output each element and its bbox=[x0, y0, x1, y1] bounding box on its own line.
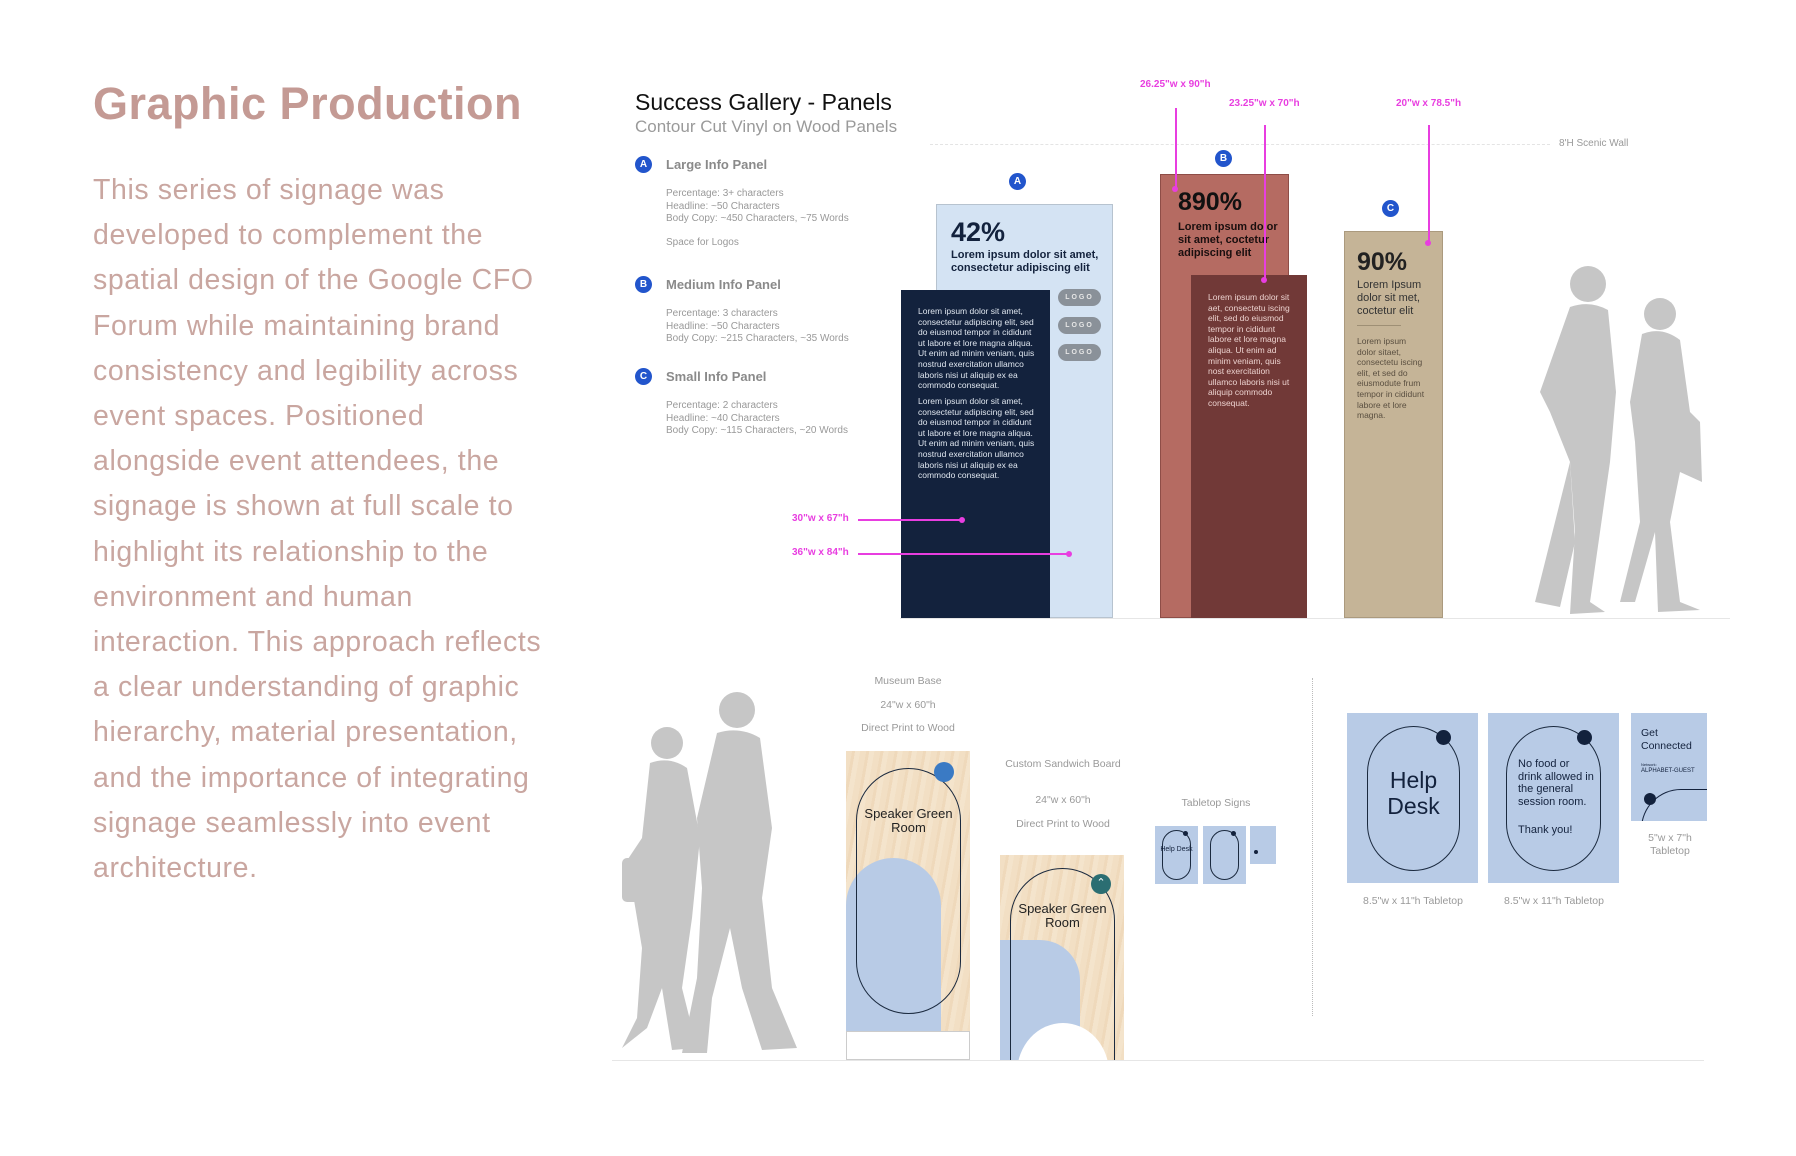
description-text: This series of signage was developed to … bbox=[93, 174, 542, 885]
gallery-title: Success Gallery - Panels bbox=[635, 89, 892, 115]
thank-you-text: Thank you! bbox=[1518, 824, 1573, 836]
network-name: ALPHABET-GUEST bbox=[1641, 768, 1695, 774]
legend-line: Space for Logos bbox=[666, 236, 739, 248]
legend-line: Headline: ~40 Characters bbox=[666, 412, 780, 424]
no-food-text: No food or drink allowed in the general … bbox=[1518, 758, 1594, 808]
page-title: Graphic Production bbox=[93, 78, 523, 129]
badge-a: A bbox=[635, 156, 652, 173]
dimension-dot bbox=[1066, 551, 1072, 557]
sandwich-sign-text: Speaker Green Room bbox=[1018, 901, 1107, 930]
panel-b-front: Lorem ipsum dolor sit aet, consectetu is… bbox=[1191, 275, 1307, 618]
dimension-line bbox=[1428, 125, 1430, 243]
caption-line: 5"w x 7"h bbox=[1648, 832, 1692, 844]
dimension-label: 30"w x 67"h bbox=[792, 513, 849, 524]
divider bbox=[1312, 678, 1313, 1016]
logo-placeholder: LOGO bbox=[1058, 317, 1101, 334]
panel-a-badge: A bbox=[1009, 173, 1026, 190]
dimension-line bbox=[1175, 108, 1177, 189]
museum-label: Museum Base bbox=[874, 675, 942, 687]
sandwich-label: Custom Sandwich Board bbox=[1005, 758, 1121, 770]
legend-line: Percentage: 3 characters bbox=[666, 308, 778, 319]
legend-details: Percentage: 2 characters Headline: ~40 C… bbox=[666, 400, 848, 438]
badge-c: C bbox=[635, 368, 652, 385]
museum-size: 24"w x 60"h bbox=[880, 699, 936, 711]
legend-details: Percentage: 3 characters Headline: ~50 C… bbox=[666, 308, 849, 346]
mini-help-desk-sign: Help Desk bbox=[1155, 826, 1198, 884]
divider bbox=[1357, 325, 1401, 326]
legend-line: Body Copy: ~215 Characters, ~35 Words bbox=[666, 333, 849, 344]
legend-line: Percentage: 2 characters bbox=[666, 400, 778, 411]
dimension-line bbox=[858, 553, 1069, 555]
panel-c-body: Lorem ipsum dolor sitaet, consectetu isc… bbox=[1357, 336, 1425, 421]
panel-b-body: Lorem ipsum dolor sit aet, consectetu is… bbox=[1208, 292, 1290, 408]
panel-a-front: Lorem ipsum dolor sit amet, consectetur … bbox=[901, 290, 1050, 618]
caption-line: Tabletop bbox=[1650, 845, 1690, 857]
badge-b: B bbox=[635, 276, 652, 293]
mini-connected-sign bbox=[1250, 826, 1276, 864]
get-connected-caption: 5"w x 7"h Tabletop bbox=[1631, 832, 1709, 858]
dimension-line bbox=[1264, 125, 1266, 280]
floor-line bbox=[900, 618, 1730, 619]
no-food-caption: 8.5"w x 11"h Tabletop bbox=[1504, 895, 1604, 907]
legend-line: Headline: ~50 Characters bbox=[666, 320, 780, 332]
people-silhouette-icon bbox=[1535, 266, 1702, 614]
museum-sign-text: Speaker Green Room bbox=[864, 806, 953, 835]
panel-b-badge: B bbox=[1215, 150, 1232, 167]
museum-base bbox=[846, 1031, 970, 1060]
panel-b-percent: 890% bbox=[1178, 188, 1242, 216]
panel-a-body-1: Lorem ipsum dolor sit amet, consectetur … bbox=[918, 306, 1035, 391]
dimension-dot bbox=[1261, 277, 1267, 283]
chevron-up-icon: ⌃ bbox=[1091, 874, 1111, 894]
logo-placeholder: LOGO bbox=[1058, 289, 1101, 306]
people-silhouette-icon bbox=[622, 692, 797, 1053]
panel-c-percent: 90% bbox=[1357, 248, 1408, 276]
get-connected-title: Get Connected bbox=[1641, 727, 1692, 752]
dimension-line bbox=[858, 519, 962, 521]
mini-no-food-sign bbox=[1203, 826, 1246, 884]
dimension-dot bbox=[959, 517, 965, 523]
sandwich-size: 24"w x 60"h bbox=[1035, 794, 1091, 806]
panel-a-body-2: Lorem ipsum dolor sit amet, consectetur … bbox=[918, 396, 1035, 481]
legend-line: Headline: ~50 Characters bbox=[666, 200, 780, 212]
tabletop-label: Tabletop Signs bbox=[1181, 797, 1251, 809]
scenic-wall-line bbox=[930, 144, 1550, 145]
panel-c: 90% Lorem Ipsum dolor sit met, coctetur … bbox=[1344, 231, 1443, 618]
panel-c-badge: C bbox=[1382, 200, 1399, 217]
dimension-dot bbox=[1425, 240, 1431, 246]
scenic-wall-label: 8'H Scenic Wall bbox=[1559, 138, 1629, 149]
dot-icon bbox=[934, 762, 954, 782]
dimension-label: 20"w x 78.5"h bbox=[1396, 98, 1462, 109]
dimension-label: 26.25"w x 90"h bbox=[1140, 79, 1211, 90]
museum-material: Direct Print to Wood bbox=[861, 722, 955, 734]
network-label: Network: bbox=[1641, 762, 1657, 767]
help-desk-caption: 8.5"w x 11"h Tabletop bbox=[1363, 895, 1463, 907]
panel-a-headline: Lorem ipsum dolor sit amet, consectetur … bbox=[951, 249, 1099, 274]
logo-placeholder: LOGO bbox=[1058, 344, 1101, 361]
panel-b-headline: Lorem ipsum dolor sit amet, coctetur adi… bbox=[1178, 221, 1278, 259]
get-connected-sign: Get Connected Network: ALPHABET-GUEST bbox=[1631, 713, 1707, 821]
legend-line: Percentage: 3+ characters bbox=[666, 188, 784, 199]
legend-line: Body Copy: ~115 Characters, ~20 Words bbox=[666, 425, 848, 436]
legend-details: Percentage: 3+ characters Headline: ~50 … bbox=[666, 188, 849, 249]
panel-c-headline: Lorem Ipsum dolor sit met, coctetur elit bbox=[1357, 279, 1422, 317]
sandwich-sign: ⌃ Speaker Green Room bbox=[1000, 855, 1124, 1060]
legend-title: Small Info Panel bbox=[666, 369, 767, 384]
legend-title: Medium Info Panel bbox=[666, 277, 781, 292]
floor-line bbox=[612, 1060, 1704, 1061]
gallery-subtitle: Contour Cut Vinyl on Wood Panels bbox=[635, 117, 898, 136]
dimension-label: 36"w x 84"h bbox=[792, 547, 849, 558]
sandwich-material: Direct Print to Wood bbox=[1016, 818, 1110, 830]
help-desk-sign: Help Desk bbox=[1347, 713, 1478, 883]
dimension-dot bbox=[1172, 186, 1178, 192]
dimension-label: 23.25"w x 70"h bbox=[1229, 98, 1300, 109]
museum-sign: Speaker Green Room bbox=[846, 751, 970, 1060]
legend-line: Body Copy: ~450 Characters, ~75 Words bbox=[666, 213, 849, 224]
help-desk-text: Help Desk bbox=[1387, 767, 1440, 819]
no-food-sign: No food or drink allowed in the general … bbox=[1488, 713, 1619, 883]
panel-a-percent: 42% bbox=[951, 217, 1006, 247]
legend-title: Large Info Panel bbox=[666, 157, 768, 172]
mini-sign-text: Help Desk bbox=[1160, 846, 1193, 853]
